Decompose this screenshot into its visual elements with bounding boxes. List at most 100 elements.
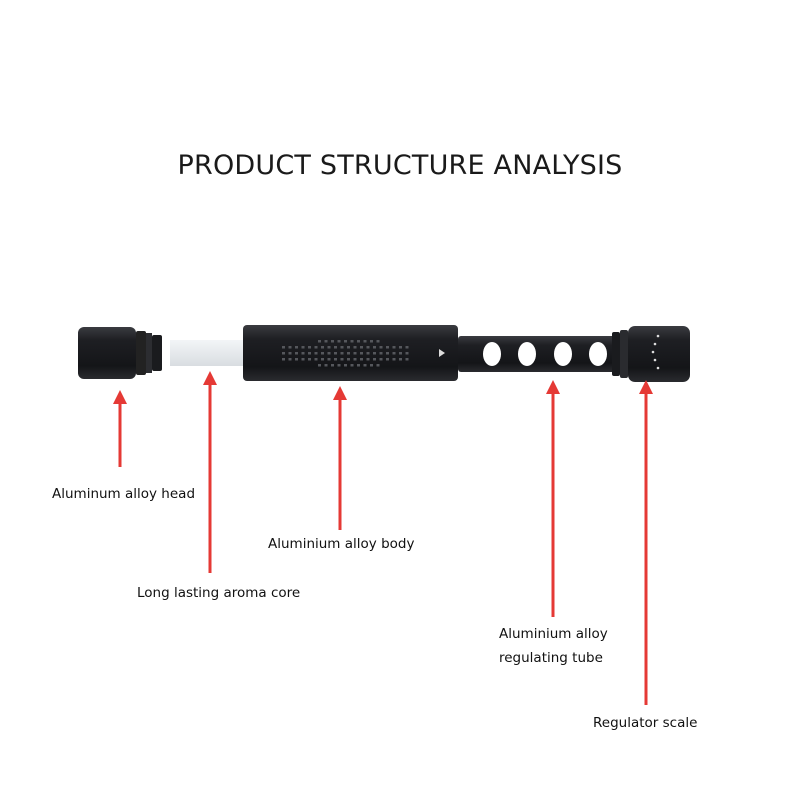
vent-hole (337, 340, 341, 343)
arrow-tube (546, 380, 560, 617)
label-regulating-tube-line1: Aluminium alloy (499, 626, 608, 642)
vent-hole (386, 358, 389, 361)
vent-hole (308, 352, 311, 355)
vent-hole (314, 352, 318, 355)
vent-hole (363, 340, 367, 343)
vent-hole (350, 364, 354, 367)
vent-hole (347, 352, 350, 355)
vent-hole (301, 346, 305, 349)
vent-hole (347, 358, 350, 361)
label-aroma-core: Long lasting aroma core (137, 585, 301, 601)
main-body (243, 325, 458, 381)
vent-hole (399, 358, 402, 361)
vent-hole (295, 358, 298, 361)
vent-hole (301, 352, 305, 355)
vent-hole (282, 346, 285, 349)
label-aluminum-alloy-head: Aluminum alloy head (52, 486, 196, 502)
label-regulating-tube: Aluminium alloy regulating tube (499, 622, 608, 670)
vent-hole (405, 358, 409, 361)
vent-hole (392, 352, 396, 355)
vent-hole (314, 358, 318, 361)
vent-hole (340, 346, 344, 349)
vent-hole (370, 340, 373, 343)
vent-hole (321, 352, 324, 355)
head-cap (78, 327, 162, 379)
page-title: PRODUCT STRUCTURE ANALYSIS (177, 150, 623, 181)
vent-hole (353, 358, 357, 361)
vent-hole (308, 358, 311, 361)
vent-hole (334, 352, 337, 355)
vent-hole (331, 364, 334, 367)
vent-hole (314, 346, 318, 349)
vent-hole (350, 340, 354, 343)
vent-hole (344, 340, 347, 343)
label-regulator-scale: Regulator scale (593, 715, 698, 731)
vent-hole (392, 346, 396, 349)
vent-hole (373, 346, 376, 349)
vent-hole (334, 346, 337, 349)
vent-hole (399, 352, 402, 355)
vent-hole (379, 358, 383, 361)
regulating-tube (458, 336, 616, 372)
vent-hole (405, 352, 409, 355)
vent-hole (366, 346, 370, 349)
vent-hole (324, 364, 328, 367)
vent-hole (379, 352, 383, 355)
vent-hole (376, 364, 380, 367)
vent-hole (373, 358, 376, 361)
vent-hole (334, 358, 337, 361)
vent-hole (386, 352, 389, 355)
vent-hole (288, 346, 292, 349)
arrow-body (333, 386, 347, 530)
vent-hole (295, 352, 298, 355)
vent-hole (344, 364, 347, 367)
vent-hole (347, 346, 350, 349)
vent-hole (327, 352, 331, 355)
aroma-core (170, 340, 246, 366)
vent-hole (324, 340, 328, 343)
vent-hole (282, 352, 285, 355)
vent-hole (405, 346, 409, 349)
vent-hole (376, 340, 380, 343)
vent-hole (340, 352, 344, 355)
vent-hole (392, 358, 396, 361)
arrows (113, 371, 653, 705)
label-aluminium-alloy-body: Aluminium alloy body (268, 536, 415, 552)
vent-hole (386, 346, 389, 349)
vent-hole (360, 358, 363, 361)
vent-hole (366, 358, 370, 361)
vent-hole (366, 352, 370, 355)
vent-hole (360, 352, 363, 355)
vent-hole (399, 346, 402, 349)
vent-hole (353, 352, 357, 355)
vent-hole (331, 340, 334, 343)
vent-hole (327, 358, 331, 361)
vent-hole (308, 346, 311, 349)
vent-hole (288, 352, 292, 355)
vent-hole (340, 358, 344, 361)
vent-hole (379, 346, 383, 349)
vent-hole (318, 340, 321, 343)
vent-hole (282, 358, 285, 361)
vent-hole (357, 340, 360, 343)
arrow-core (203, 371, 217, 573)
vent-hole (360, 346, 363, 349)
vent-hole (363, 364, 367, 367)
vent-hole (357, 364, 360, 367)
vent-hole (321, 358, 324, 361)
vent-hole (301, 358, 305, 361)
vent-hole (327, 346, 331, 349)
label-regulating-tube-line2: regulating tube (499, 650, 603, 666)
vent-hole (321, 346, 324, 349)
vent-hole (288, 358, 292, 361)
vent-hole (373, 352, 376, 355)
regulator-cap (612, 326, 690, 382)
vent-hole (337, 364, 341, 367)
vent-hole (318, 364, 321, 367)
arrow-head (113, 390, 127, 467)
vent-hole (295, 346, 298, 349)
arrow-scale (639, 380, 653, 705)
vent-hole (353, 346, 357, 349)
vent-hole (370, 364, 373, 367)
